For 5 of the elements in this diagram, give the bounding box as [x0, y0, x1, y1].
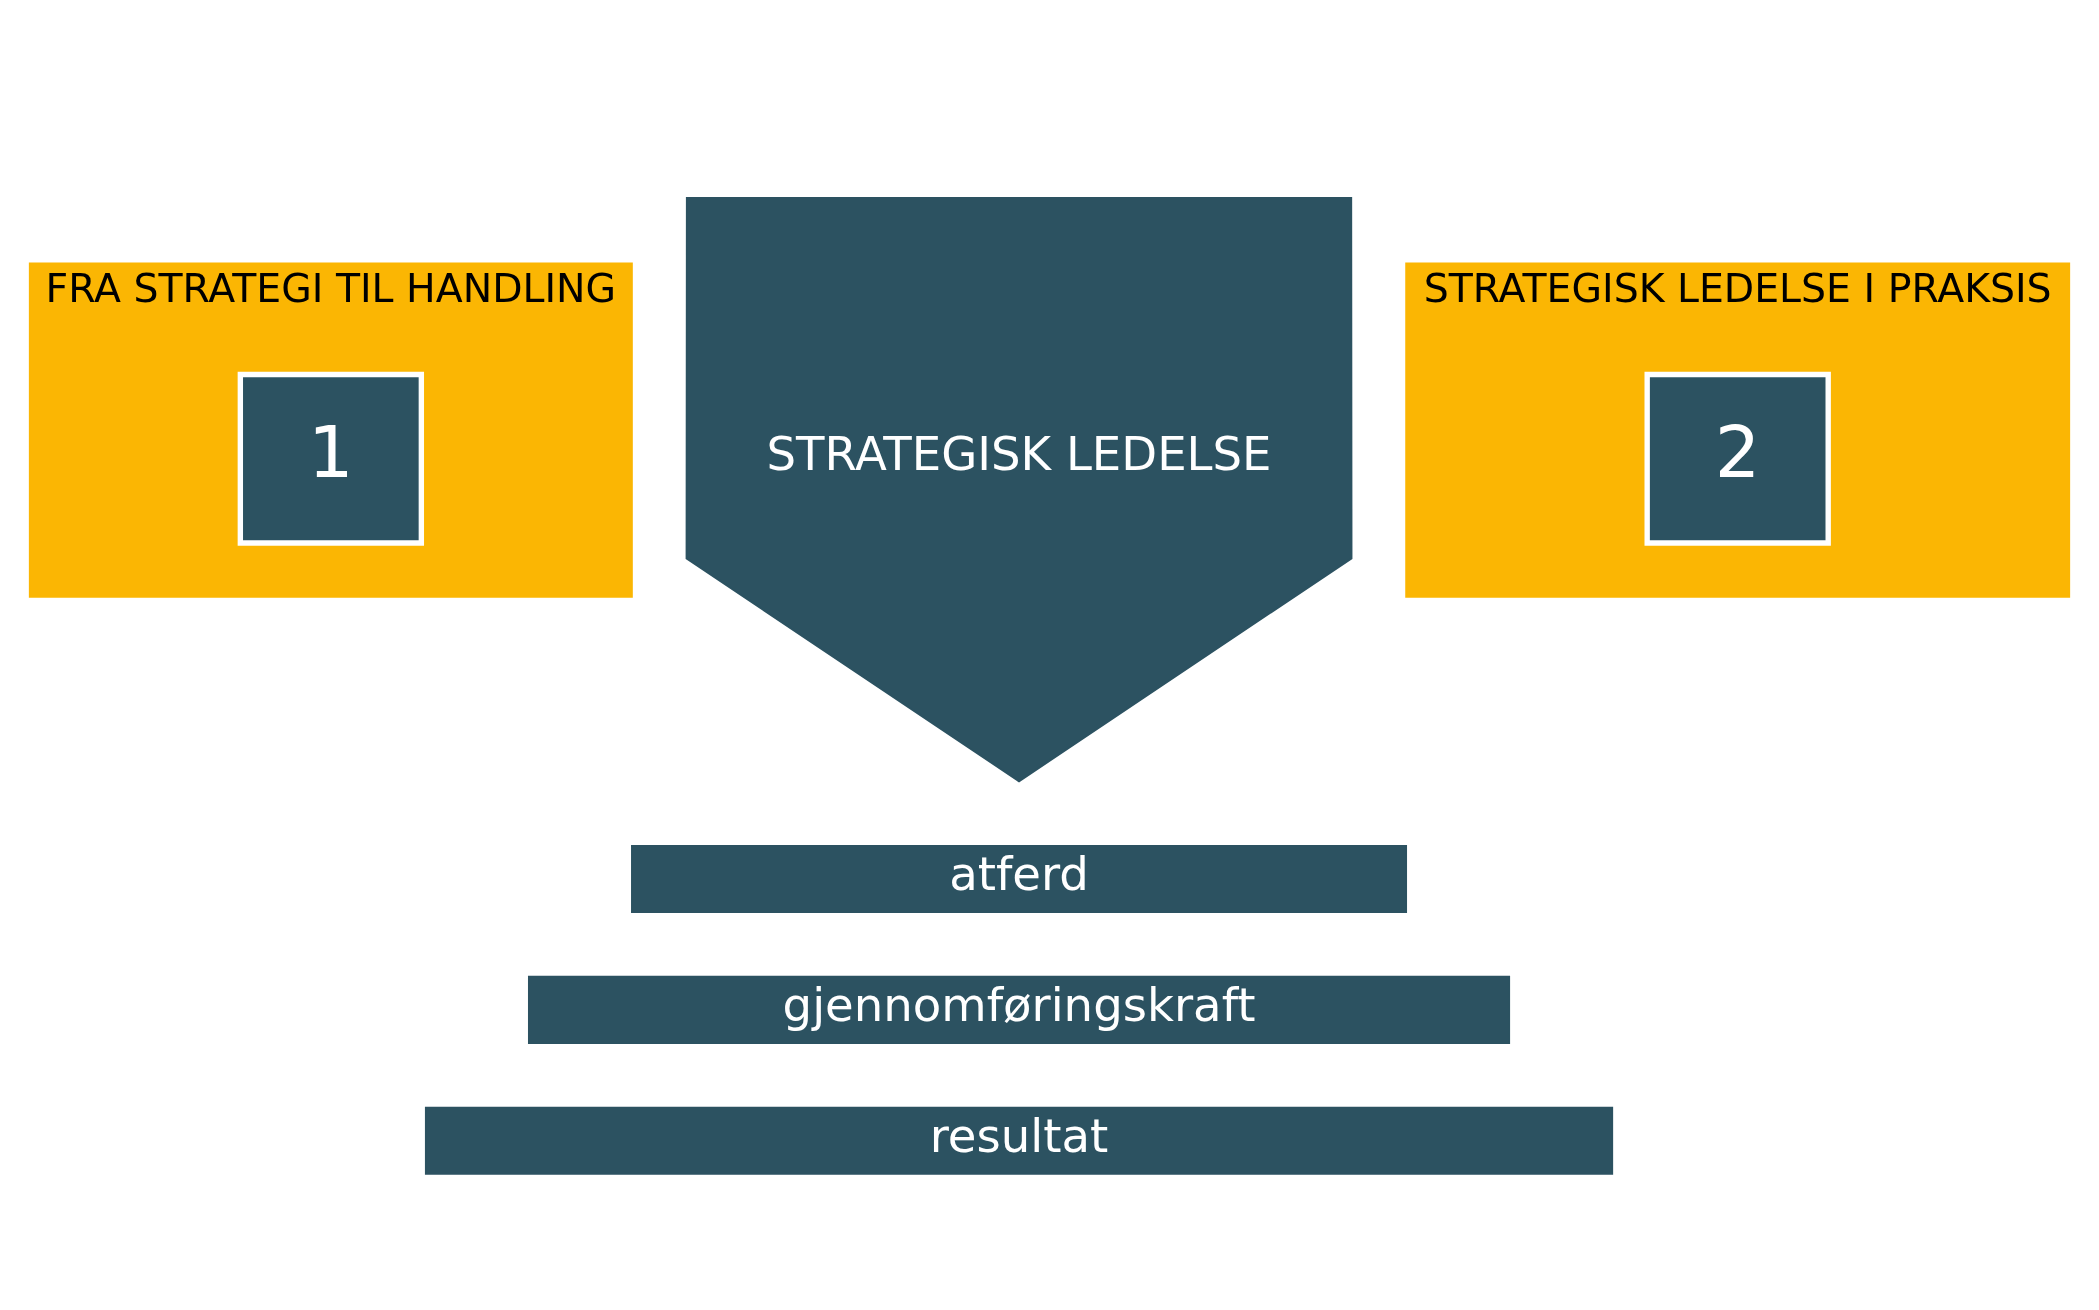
node-box: atferd: [631, 844, 1408, 914]
node-box: 2: [1644, 371, 1831, 546]
node-box: 1: [237, 371, 425, 546]
node-box: gjennomføringskraft: [528, 975, 1511, 1044]
node-box: resultat: [424, 1106, 1614, 1175]
